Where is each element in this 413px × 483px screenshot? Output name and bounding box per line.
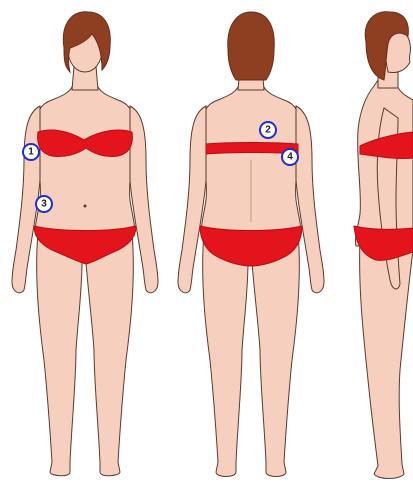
marker-3: 3: [36, 196, 52, 212]
front-arm-left: [12, 106, 40, 293]
marker-1-label: 1: [28, 147, 34, 158]
front-torso: [35, 82, 134, 236]
marker-2: 2: [260, 122, 276, 138]
figure-side-view: [354, 12, 413, 479]
marker-1: 1: [23, 144, 39, 160]
front-navel: [84, 205, 87, 208]
back-arm-left: [178, 106, 206, 293]
back-legs: [203, 232, 300, 477]
figure-front-view: [12, 12, 158, 476]
back-arm-right: [296, 106, 324, 293]
figure-back-view: [178, 12, 324, 477]
marker-3-label: 3: [41, 199, 47, 210]
front-arm-right: [130, 106, 158, 293]
marker-4-label: 4: [287, 152, 293, 163]
back-hair: [228, 12, 274, 80]
marker-4: 4: [282, 149, 298, 165]
front-legs: [37, 232, 134, 476]
side-legs: [360, 240, 413, 479]
marker-2-label: 2: [265, 125, 271, 136]
